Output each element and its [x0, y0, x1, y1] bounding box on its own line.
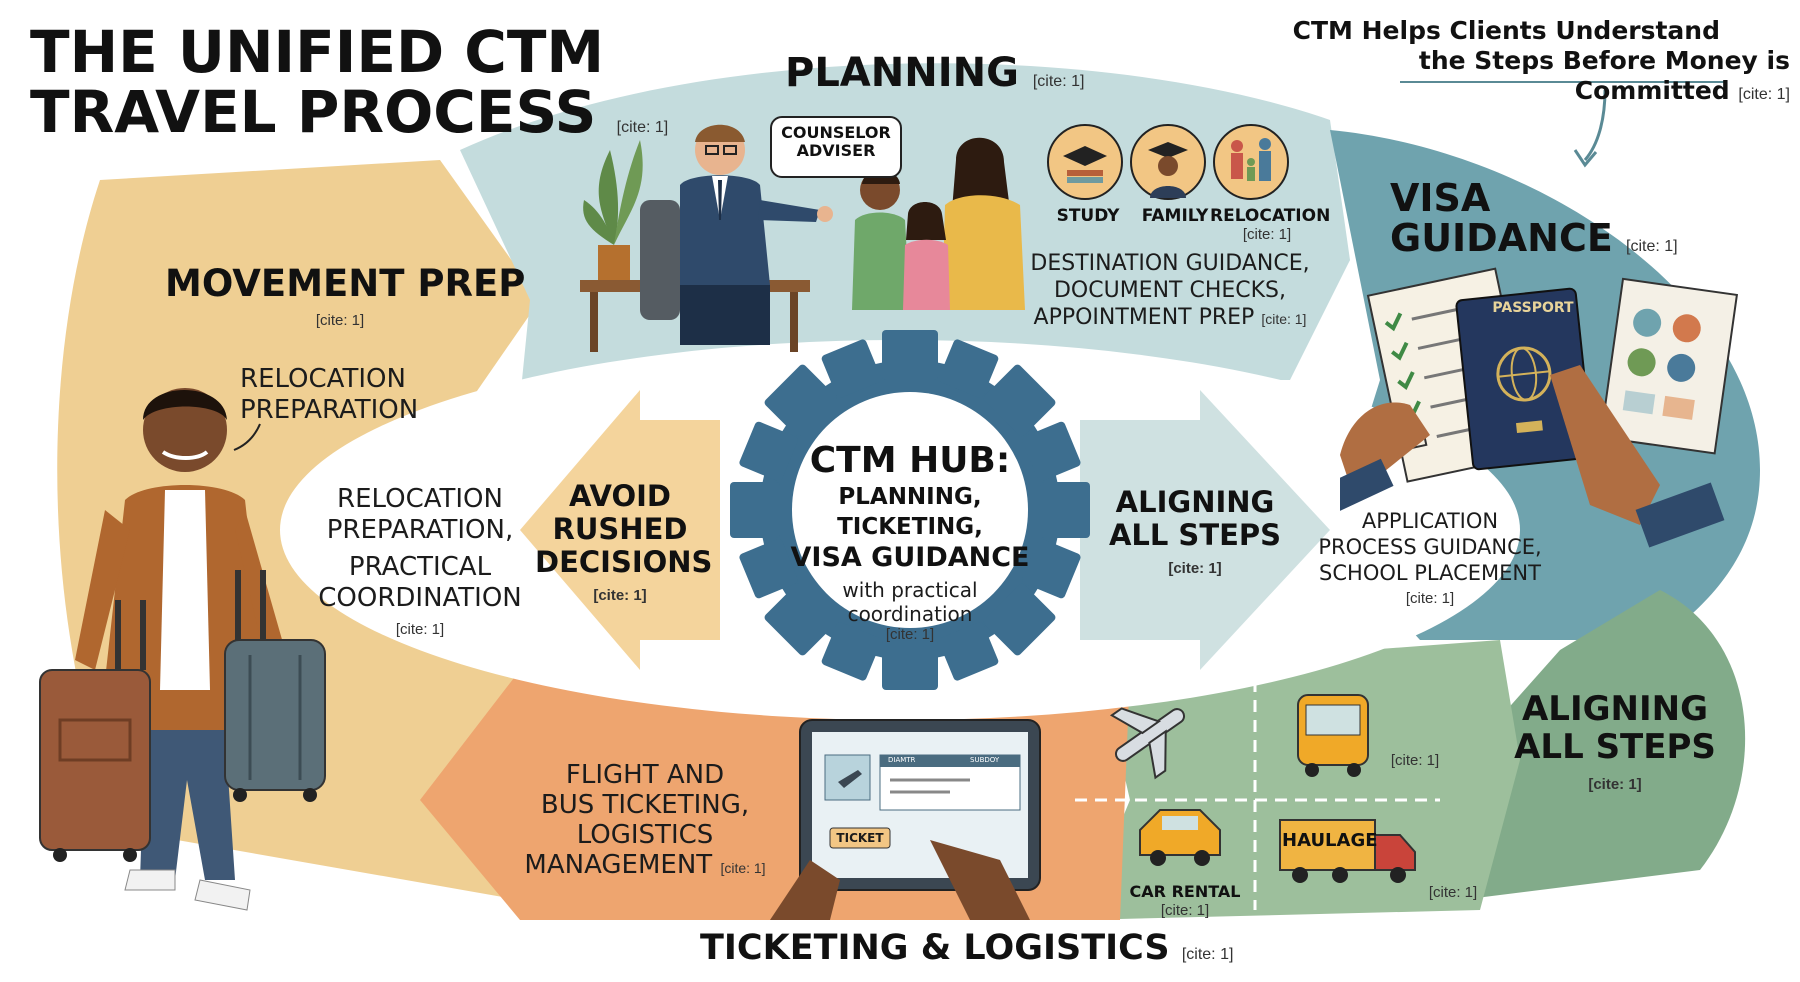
screen-col-2: SUBDOY: [970, 756, 1000, 764]
car-cite: [cite: 1]: [1160, 902, 1210, 919]
planning-icons: [1047, 124, 1289, 200]
icon-label-family: FAMILY: [1141, 206, 1209, 226]
planning-description: DESTINATION GUIDANCE, DOCUMENT CHECKS, A…: [1030, 251, 1310, 330]
hub-line-4: with practical: [842, 578, 978, 602]
avoid-cite: [cite: 1]: [593, 587, 647, 604]
counselor-scene: [580, 124, 1025, 352]
visa-cite: [cite: 1]: [1626, 238, 1678, 255]
callout-line-1: CTM Helps Clients Understand: [1292, 16, 1720, 45]
planning-arrowhead: [1180, 150, 1350, 380]
logistics-icons: [1109, 694, 1416, 883]
aligning-arrow: [1080, 390, 1330, 670]
hub-text: CTM HUB: PLANNING, TICKETING, VISA GUIDA…: [790, 440, 1030, 643]
movement-title: MOVEMENT PREP: [165, 262, 526, 305]
ticket-chip: [829, 827, 891, 849]
icon-label-relocation: RELOCATION: [1210, 206, 1331, 226]
aligning-center-cite: [cite: 1]: [1168, 560, 1222, 577]
planning-cite: [cite: 1]: [1032, 73, 1085, 90]
ticketing-title: TICKETING & LOGISTICS [cite: 1]: [700, 928, 1234, 968]
avoid-label: AVOID RUSHED DECISIONS [cite: 1]: [535, 480, 712, 612]
icons-cite: [cite: 1]: [1242, 226, 1292, 243]
aligning-right-region: [1460, 590, 1746, 900]
movement-prep-arrowhead: [300, 160, 540, 470]
callout-arrow: [1583, 89, 1607, 161]
family-icon: [1213, 124, 1289, 200]
title-cite: [cite: 1]: [616, 119, 669, 136]
movement-description: RELOCATION PREPARATION, PRACTICAL COORDI…: [300, 484, 540, 645]
counselor-speech-bubble: COUNSELOR ADVISER: [770, 116, 902, 178]
movement-cite: [cite: 1]: [315, 312, 365, 329]
counselor-figure: [680, 124, 833, 345]
bus-icon: [1297, 694, 1369, 777]
hub-title: CTM HUB:: [809, 440, 1011, 481]
traveler-scene: [39, 388, 326, 911]
counselor-bubble-text: COUNSELOR ADVISER: [781, 123, 891, 160]
graduate-icon: [1130, 124, 1206, 200]
aligning-right-cite: [cite: 1]: [1588, 776, 1642, 793]
movement-speech: RELOCATION PREPARATION: [240, 364, 419, 425]
avoid-arrow: [520, 390, 720, 670]
study-icon: [1047, 124, 1123, 200]
ticketing-desc-cite: [cite: 1]: [720, 860, 766, 876]
speech-tail: [233, 423, 261, 451]
car-icon: [1139, 809, 1221, 866]
callout-cite: [cite: 1]: [1738, 86, 1790, 103]
passport-label: PASSPORT: [1492, 300, 1574, 316]
title-line-2: TRAVEL PROCESS [cite: 1]: [30, 78, 669, 146]
visa-stamps-document: [1599, 277, 1739, 455]
hand-left: [1340, 402, 1430, 512]
callout-text: CTM Helps Clients Understand the Steps B…: [1270, 16, 1790, 110]
hub-cite: [cite: 1]: [885, 626, 935, 643]
hand-tablet-right: [930, 840, 1030, 920]
airplane-icon: [1109, 707, 1186, 780]
aligning-center-label: ALIGNING ALL STEPS [cite: 1]: [1105, 486, 1285, 585]
hand-tablet-left: [770, 860, 840, 920]
family-figures: [852, 137, 1025, 310]
bus-cite: [cite: 1]: [1390, 752, 1440, 769]
haulage-cite: [cite: 1]: [1428, 884, 1478, 901]
visa-desc-cite: [cite: 1]: [1405, 590, 1455, 607]
visa-documents-scene: [1340, 267, 1739, 548]
plane-icon: [838, 770, 862, 788]
ticketing-cite: [cite: 1]: [1181, 946, 1234, 963]
icon-label-study: STUDY: [1056, 206, 1120, 226]
tablet-scene: [770, 719, 1041, 920]
suitcase-left: [39, 600, 151, 862]
visa-description: APPLICATION PROCESS GUIDANCE, SCHOOL PLA…: [1295, 508, 1565, 612]
hub-line-2: PLANNING, TICKETING,: [837, 484, 983, 540]
ticketing-description: FLIGHT AND BUS TICKETING, LOGISTICS MANA…: [524, 760, 766, 880]
callout-line-2: the Steps Before Money is Committed [cit…: [1418, 46, 1790, 105]
visa-title: VISA GUIDANCE [cite: 1]: [1390, 176, 1678, 260]
plant-icon: [583, 140, 643, 285]
chair: [640, 200, 680, 320]
hub-line-3: VISA GUIDANCE: [790, 542, 1030, 573]
suitcase-right: [224, 570, 326, 802]
truck-icon: [1279, 819, 1416, 883]
planning-desc-cite: [cite: 1]: [1261, 311, 1307, 327]
movement-desc-cite: [cite: 1]: [395, 621, 445, 638]
hub-line-5: coordination: [847, 602, 973, 626]
car-rental-label: CAR RENTAL: [1129, 882, 1241, 901]
hub-gear: [730, 330, 1090, 690]
aligning-right-label: ALIGNING ALL STEPS [cite: 1]: [1510, 690, 1720, 804]
screen-col-1: DIAMTR: [888, 756, 916, 764]
haulage-label: HAULAGE: [1282, 830, 1378, 851]
planning-title: PLANNING [cite: 1]: [785, 50, 1085, 96]
page-title: THE UNIFIED CTM TRAVEL PROCESS [cite: 1]: [30, 22, 668, 158]
ticket-label: TICKET: [836, 831, 884, 845]
title-line-1: THE UNIFIED CTM: [30, 18, 605, 86]
callout-arrowhead: [1573, 149, 1598, 168]
hand-right: [1550, 365, 1725, 548]
